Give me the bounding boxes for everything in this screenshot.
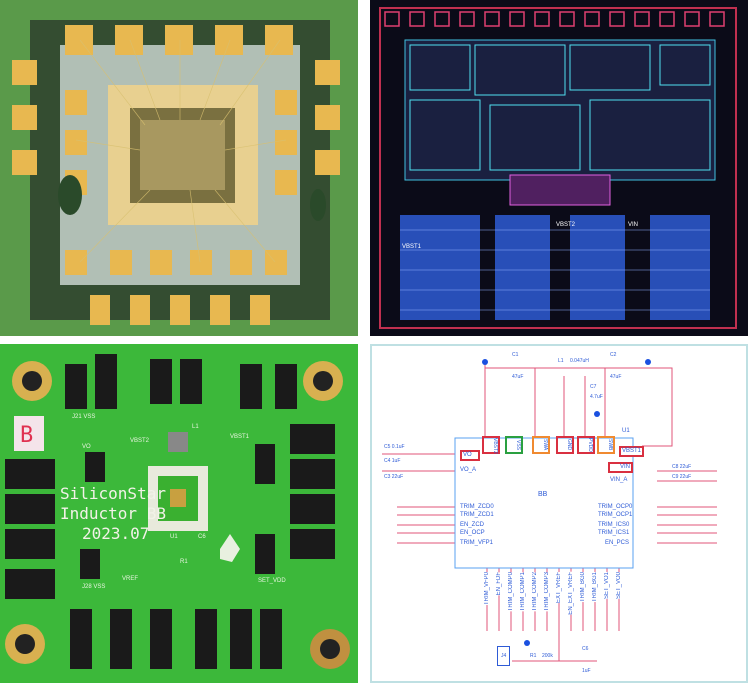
pin-gnd: GND — [556, 436, 574, 454]
silk-label: VBST2 — [130, 438, 150, 444]
pin-vbst1: VBST1 — [619, 446, 645, 457]
r1-label: R1 — [530, 653, 537, 659]
chip-micrograph-panel — [0, 0, 358, 336]
silk-label: C6 — [198, 534, 206, 540]
pin-label: TRIM_ICS0 — [598, 522, 630, 528]
pin-label: TRIM_ICS1 — [598, 530, 630, 536]
pin-swa: SWA — [532, 436, 550, 454]
c9-label: C9 22uF — [672, 474, 692, 480]
pin-vo: VO — [460, 450, 480, 461]
chip-name-label: BB — [538, 491, 548, 498]
pin-label: SET_VO1 — [604, 572, 611, 600]
pin-label: TRIM_OCP1 — [598, 512, 633, 518]
c6-value: 1uF — [582, 668, 591, 674]
pin-vin: VIN — [608, 462, 634, 473]
chip-photo-graphic — [0, 0, 358, 336]
pin-label: TRIM_COMP2 — [532, 572, 539, 612]
sticker-label: B — [20, 423, 34, 448]
silk-label: U1 — [170, 534, 178, 540]
c6-label: C6 — [582, 646, 589, 652]
pin-label: TRIM_VFP1 — [460, 540, 494, 546]
c2-label: C2 — [610, 352, 617, 358]
silk-label: VREF — [122, 576, 139, 582]
l1-value: 0.047uH — [570, 358, 589, 364]
schematic-wires — [382, 359, 717, 662]
j4-connector: J4 — [497, 646, 511, 666]
c4-label: C4 1uF — [384, 458, 401, 464]
c7-value: 4.7uF — [590, 394, 603, 400]
layout-graphic — [379, 7, 737, 329]
board-text-line1: SiliconStar — [60, 484, 166, 503]
r1-value: 200k — [542, 653, 553, 659]
pin-vbst2: VBST2 — [482, 436, 500, 454]
pin-vo-a: VO_A — [460, 467, 477, 473]
layout-label: VIN — [628, 222, 639, 228]
pin-label: EN_OCP — [460, 530, 485, 536]
silk-label: VO — [82, 444, 91, 450]
pin-label: TRIM_ZCD1 — [460, 512, 494, 518]
pin-label: TRIM_COMP3 — [544, 572, 551, 612]
schematic-panel: BB U1 VO VO_A TRIM_ZCD0 TRIM_ZCD1 EN_ZCD… — [370, 344, 748, 683]
pin-vss: VSS — [505, 436, 523, 454]
pin-label: TRIM_ZCD0 — [460, 504, 494, 510]
board-text-line2: Inductor BB — [60, 504, 166, 523]
pin-label: EN_ZCD — [460, 522, 485, 528]
layout-label: VBST2 — [556, 222, 576, 228]
c8-label: C8 22uF — [672, 464, 692, 470]
silk-label: J28 VSS — [82, 584, 106, 590]
pcb-graphic — [5, 354, 350, 669]
c2-value: 47uF — [610, 374, 622, 380]
silk-label: L1 — [192, 424, 199, 430]
pin-label: TRIM_COMP1 — [520, 572, 527, 612]
layout-label: VBST1 — [402, 244, 422, 250]
c5-label: C5 0.1uF — [384, 444, 405, 450]
c1-value: 47uF — [512, 374, 524, 380]
silk-label: R1 — [180, 559, 188, 565]
ref-label: U1 — [622, 428, 630, 434]
pin-label: EN_EXT_VREF — [568, 572, 575, 615]
pin-label: EN_PCS — [605, 540, 630, 546]
pin-label: TRIM_BG0 — [580, 572, 587, 603]
chip-layout-panel: VBST1 VBST2 VIN — [370, 0, 748, 336]
silk-label: SET_VDD — [258, 578, 286, 584]
pin-swb: SWB — [597, 436, 615, 454]
board-text-line3: 2023.07 — [82, 524, 150, 543]
pin-label: TRIM_BG1 — [592, 572, 599, 603]
pin-pvdd: PVDD — [577, 436, 595, 454]
c1-label: C1 — [512, 352, 519, 358]
silk-label: J21 VSS — [72, 414, 96, 420]
pin-label: TRIM_VFP0 — [484, 572, 491, 606]
pin-label: SET_VO0 — [616, 572, 623, 600]
c3-label: C3 22uF — [384, 474, 404, 480]
pcb-photo-panel: B SiliconStar Inductor BB 2023.07 J21 VS… — [0, 344, 358, 683]
l1-label: L1 — [558, 358, 564, 364]
pin-label: EXT_VREF — [556, 572, 563, 604]
silk-label: VBST1 — [230, 434, 250, 440]
pin-vin-a: VIN_A — [610, 477, 628, 483]
c7-label: C7 — [590, 384, 597, 390]
pin-label: TRIM_OCP0 — [598, 504, 633, 510]
pin-label: TRIM_COMP0 — [508, 572, 515, 612]
pin-label: EN_FDF — [496, 572, 503, 596]
